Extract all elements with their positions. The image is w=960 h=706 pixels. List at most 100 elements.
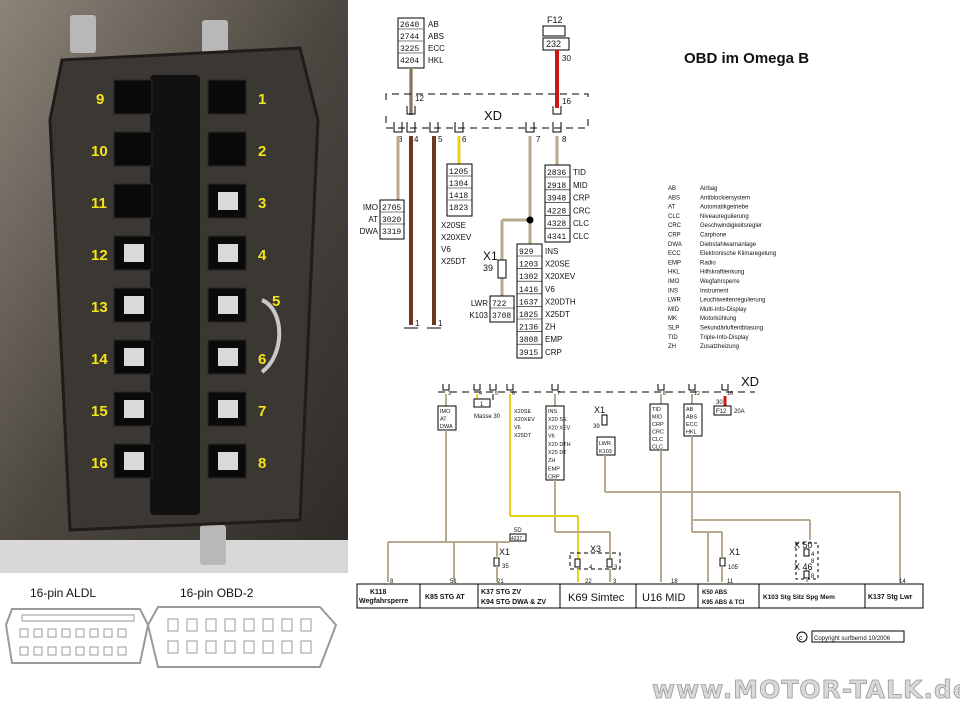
- legend-desc: Diebstahlwarnanlage: [700, 242, 757, 248]
- lower-engine-item: X20XEV: [514, 417, 535, 423]
- code-name: CLC: [573, 232, 589, 241]
- xd-connector: XD 16 3 4 5 6 7 8: [385, 93, 589, 144]
- aldl-pin: [33, 628, 43, 638]
- pin-label-right: 6: [258, 351, 266, 368]
- xd-socket: [406, 122, 416, 133]
- lower-imo-item: AT: [440, 417, 447, 423]
- code-value: 4328: [547, 220, 566, 229]
- lower-tid-item: MID: [652, 415, 662, 421]
- legend-desc: Niveauregulierung: [700, 214, 749, 220]
- lower-mid-item: EMP: [548, 466, 560, 472]
- pin-label-left: 12: [91, 247, 108, 264]
- code-name: V6: [545, 285, 555, 294]
- lower-fuse-pin: 30: [716, 400, 723, 406]
- obd2-pin: [167, 640, 179, 654]
- lower-xd-pin: 6: [512, 391, 515, 397]
- lower-mid-item: X25 DT: [548, 450, 567, 456]
- socket-contact: [218, 452, 238, 470]
- socket-left: [113, 79, 153, 115]
- code-name: CRC: [573, 206, 591, 215]
- obd2-pin: [281, 640, 293, 654]
- legend-desc: Sekundärluftentblasung: [700, 326, 763, 332]
- aldl-pin: [47, 646, 57, 656]
- xd-pin-5: 5: [438, 135, 443, 144]
- ground-pin-4: 1: [404, 319, 420, 329]
- code-value: 1302: [519, 273, 538, 282]
- legend-abbr: HKL: [668, 270, 680, 276]
- aldl-pin: [103, 628, 113, 638]
- sd-label: 5D: [514, 528, 522, 534]
- ground-pin-5: 1: [427, 319, 443, 329]
- code-value: 4228: [547, 207, 566, 216]
- code-value: 1418: [449, 192, 468, 201]
- lower-ab-item: AB: [686, 407, 694, 413]
- bottom-pin-21: 21: [497, 579, 504, 585]
- obd2-pin: [186, 618, 198, 632]
- lower-xd-socket: [551, 384, 559, 391]
- legend-desc: Leuchtweitenregulierung: [700, 298, 765, 304]
- code-value: 3948: [547, 195, 566, 204]
- code-name: X20SE: [545, 260, 570, 269]
- module-k95: K95 ABS & TCI: [702, 600, 745, 606]
- code-value: 1203: [519, 261, 538, 270]
- lower-xd-socket: [489, 384, 497, 391]
- legend-abbr: EMP: [668, 260, 681, 266]
- socket-left: [113, 183, 153, 219]
- code-value: 2136: [519, 324, 538, 333]
- lower-xd-pin: 3: [448, 391, 451, 397]
- legend-abbr: DWA: [668, 242, 682, 248]
- x46-label: X 46: [794, 562, 813, 572]
- code-name: INS: [545, 247, 558, 256]
- legend-desc: Instrument: [700, 288, 729, 294]
- code-value: 1825: [519, 311, 538, 320]
- code-value: 1823: [449, 204, 468, 213]
- module-k50: K50 ABS: [702, 590, 727, 596]
- x3-pin-3: 3: [614, 565, 618, 571]
- obd2-pin: [243, 618, 255, 632]
- obd2-outline: [147, 606, 337, 668]
- code-value: 4204: [400, 57, 419, 66]
- legend-abbr: LWR: [668, 298, 682, 304]
- page-title: OBD im Omega B: [684, 50, 809, 67]
- xd-pin-7: 7: [536, 135, 541, 144]
- lower-engine-item: X25DT: [514, 433, 532, 439]
- legend-desc: Carphone: [700, 233, 727, 239]
- lower-xd-socket: [688, 384, 696, 391]
- socket-contact: [124, 452, 144, 470]
- module-k118-line2: Wegfahrsperre: [359, 598, 408, 605]
- code-name: ECC: [428, 44, 445, 53]
- xd-pin-4: 4: [414, 135, 419, 144]
- lower-tid-item: CLC: [652, 437, 663, 443]
- legend-desc: Elektronische Klimaregelung: [700, 251, 776, 257]
- lower-xd-pin: 12: [694, 391, 700, 397]
- obd2-pin: [205, 618, 217, 632]
- code-name: ABS: [428, 32, 444, 41]
- top-box-pin: 12: [415, 94, 424, 103]
- lower-pin1: 1: [480, 402, 484, 408]
- lower-xd-pin: 16: [727, 391, 733, 397]
- aldl-pin: [75, 646, 85, 656]
- pin-label-right: 7: [258, 403, 266, 420]
- obd2-pin: [224, 640, 236, 654]
- code-value: 1304: [449, 180, 468, 189]
- lower-ab-item: HKL: [686, 430, 697, 436]
- aldl-label: 16-pin ALDL: [30, 586, 96, 600]
- lower-xd-socket: [442, 384, 450, 391]
- ground-label-5: 1: [438, 319, 443, 328]
- legend-abbr: CRC: [668, 223, 682, 229]
- code-value: 1416: [519, 286, 538, 295]
- code-name: IMO: [363, 203, 378, 212]
- code-name: CLC: [573, 219, 589, 228]
- module-k85: K85 STG AT: [425, 594, 465, 601]
- code-value: 722: [492, 300, 507, 309]
- bottom-pin-11: 11: [727, 579, 734, 585]
- engine-name: X20SE: [441, 221, 466, 230]
- aldl-pin: [61, 628, 71, 638]
- xd-socket: [429, 122, 439, 133]
- xd-socket: [552, 106, 562, 115]
- copyright: c Copyright surfbernd 10/2006: [796, 630, 905, 643]
- code-value: 4341: [547, 233, 566, 242]
